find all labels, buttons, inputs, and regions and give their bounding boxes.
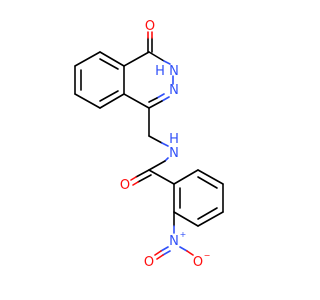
nitrogen-label-nh: N xyxy=(169,64,179,79)
hydrogen-label-nh: H xyxy=(155,64,165,79)
oxygen-label-carbonyl: O xyxy=(145,19,155,34)
nitro-group xyxy=(154,246,194,260)
amide-linker xyxy=(130,107,175,186)
nitrophenyl-ring xyxy=(173,169,224,234)
molecule-structure: O H N N N H O N + O O − xyxy=(74,19,224,270)
nitrogen-label-ring: N xyxy=(169,83,179,98)
oxygen-label-nitro-left: O xyxy=(144,255,154,270)
oxygen-label-nitro-right: O xyxy=(193,255,203,270)
nitro-minus-charge: − xyxy=(204,251,211,260)
nitrogen-label-amide: N xyxy=(169,146,179,161)
pyridazinone-ring xyxy=(123,31,174,109)
nitrogen-label-nitro: N xyxy=(169,234,179,249)
nitro-plus-charge: + xyxy=(180,230,187,239)
benzo-ring xyxy=(74,51,125,109)
oxygen-label-amide: O xyxy=(120,178,130,193)
hydrogen-label-amide: H xyxy=(169,132,179,147)
